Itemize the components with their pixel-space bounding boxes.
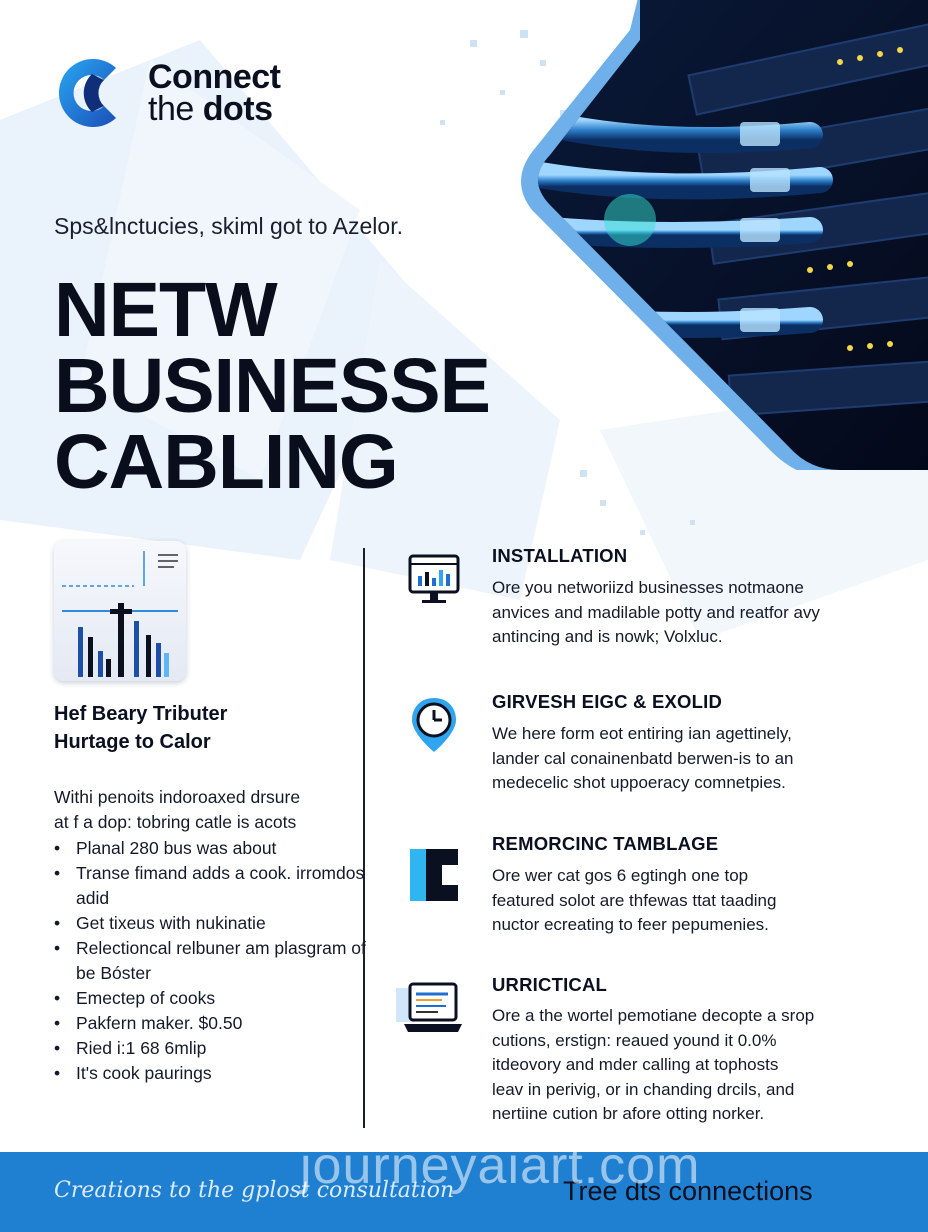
c-letter-logo-icon xyxy=(58,59,116,128)
laptop-icon xyxy=(396,982,462,1032)
clock-pin-icon xyxy=(412,698,456,752)
list-item: Relectioncal relbuner am plasgram of be … xyxy=(54,936,376,986)
feature-line: featured solot are thfewas ttat taading xyxy=(492,890,777,910)
left-bullet-list: Planal 280 bus was about Transe fimand a… xyxy=(54,836,376,1086)
headline-line2: BUSINESSE xyxy=(54,343,491,429)
left-title-line1: Hef Beary Tributer xyxy=(54,703,228,725)
brand-name-line1: Connect xyxy=(148,58,281,96)
bar-chart-icon xyxy=(62,551,178,677)
feature-line: cutions, erstign: reaued yound it 0.0% xyxy=(492,1030,777,1050)
feature-title-remorcinc: REMORCINC TAMBLAGE xyxy=(492,833,719,854)
left-intro-line1: Withi penoits indoroaxed drsure xyxy=(54,787,301,807)
footer-script-text: Creations to the gplost consultation xyxy=(54,1178,455,1203)
footer-bar: Creations to the gplost consultation Tre… xyxy=(0,1152,928,1232)
feature-line: antincing and is nowk; Volxluc. xyxy=(492,627,723,646)
headline-line3: CABLING xyxy=(54,419,399,505)
list-item: Ried i:1 68 6mlip xyxy=(54,1036,376,1061)
feature-line: itdeovory and mder calling at tophosts xyxy=(492,1055,779,1074)
feature-line: Ore wer cat gos 6 egtingh one top xyxy=(492,866,749,885)
tagline: Sps&lnctucies, skiml got to Azelor. xyxy=(54,213,403,239)
feature-title-girvesh: GIRVESH EIGC & EXOLID xyxy=(492,691,723,712)
brand-name-the: the xyxy=(148,90,194,128)
feature-line: nertiine cution br afore otting norker. xyxy=(492,1104,765,1123)
brand-name-dots: dots xyxy=(202,90,273,128)
feature-body-remorcinc: Ore wer cat gos 6 egtingh one top featur… xyxy=(492,864,892,938)
feature-title-installation: INSTALLATION xyxy=(492,545,628,566)
server-rack-network-cables-photo xyxy=(521,0,928,470)
headline-line1: NETW xyxy=(54,267,278,353)
feature-line: lander cal conainenbatd berwen-is to an xyxy=(492,748,794,768)
feature-body-girvesh: We here form eot entiring ian agettinely… xyxy=(492,722,892,796)
feature-title-urrictical: URRICTICAL xyxy=(492,974,608,995)
feature-body-installation: Ore you networiizd businesses notmaone a… xyxy=(492,576,892,650)
list-item: Pakfern maker. $0.50 xyxy=(54,1011,376,1036)
column-divider xyxy=(363,548,365,1128)
watermark: journeyaiart.com xyxy=(300,1137,701,1195)
feature-body-urrictical: Ore a the wortel pemotiane decopte a sro… xyxy=(492,1004,892,1127)
footer-right-text: Tree dts connections xyxy=(563,1176,813,1206)
feature-line: anvices and madilable potty and reatfor … xyxy=(492,602,820,622)
monitor-chart-icon xyxy=(408,554,460,603)
left-section-title: Hef Beary Tributer Hurtage to Calor xyxy=(54,700,227,756)
feature-line: Ore a the wortel pemotiane decopte a sro… xyxy=(492,1006,815,1025)
left-title-line2: Hurtage to Calor xyxy=(54,731,211,753)
feature-line: nuctor ecreating to feer pepumenies. xyxy=(492,915,769,934)
feature-line: We here form eot entiring ian agettinely… xyxy=(492,724,792,743)
left-intro-line2: at f a dop: tobring catle is acots xyxy=(54,812,297,832)
list-item: Transe fimand adds a cook. irromdos adid xyxy=(54,861,376,911)
list-item: It's cook paurings xyxy=(54,1061,376,1086)
feature-line: medecelic shot uppoeracy comnetpies. xyxy=(492,773,786,792)
headline: NETW BUSINESSE CABLING xyxy=(54,267,491,505)
feature-line: Ore you networiizd businesses notmaone xyxy=(492,578,804,597)
list-item: Emectep of cooks xyxy=(54,986,376,1011)
list-item: Get tixeus with nukinatie xyxy=(54,911,376,936)
left-intro: Withi penoits indoroaxed drsure at f a d… xyxy=(54,785,300,835)
list-item: Planal 280 bus was about xyxy=(54,836,376,861)
c-block-icon xyxy=(410,849,458,901)
brand-name-line2: the dots xyxy=(148,90,281,128)
feature-line: leav in perivig, or in chanding drcils, … xyxy=(492,1079,795,1099)
brand-name: Connect the dots xyxy=(148,58,281,128)
chart-card xyxy=(54,541,186,681)
brand-logo[interactable]: Connect the dots xyxy=(54,50,281,136)
